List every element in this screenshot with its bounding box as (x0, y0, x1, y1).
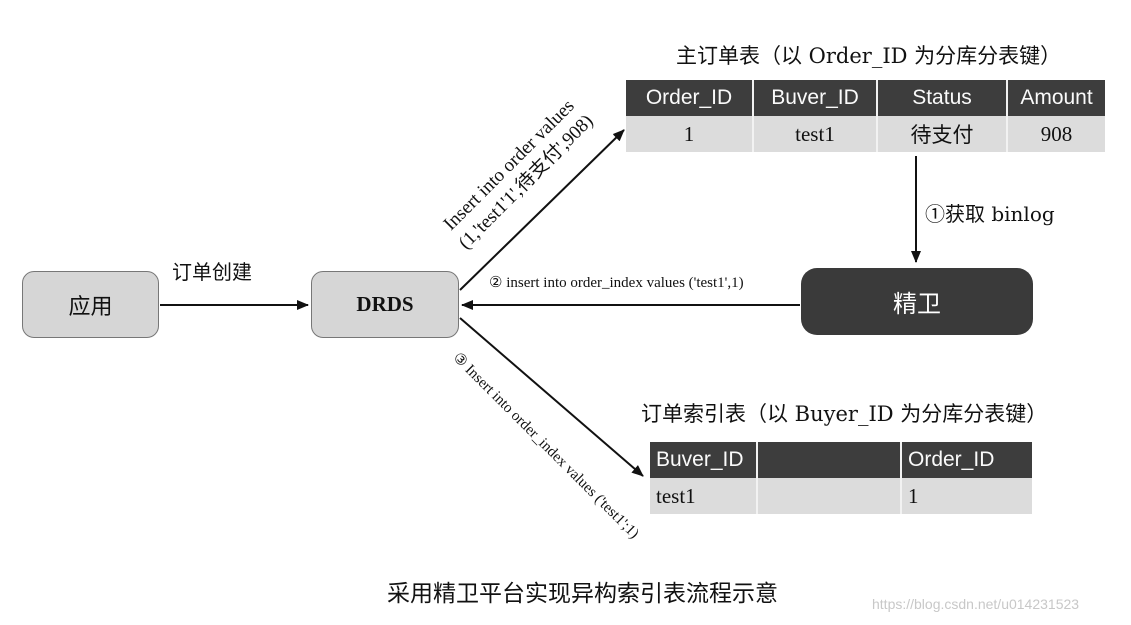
arrow-drds-to-index-table (459, 317, 644, 477)
main-table-title: 主订单表（以 Order_ID 为分库分表键） (676, 44, 1062, 68)
index-table-header-row: Buver_ID Order_ID (650, 442, 1032, 478)
arrow-drds-to-main-table (459, 129, 625, 291)
get-binlog-label: ①获取 binlog (925, 202, 1055, 226)
order-index-table: Buver_ID Order_ID test1 1 (650, 442, 1032, 514)
index-table-header-order-id: Order_ID (901, 442, 1032, 478)
main-order-table: Order_ID Buver_ID Status Amount 1 test1 … (626, 80, 1105, 152)
main-table-cell-amount: 908 (1007, 116, 1105, 152)
index-table-header-buyer-id: Buver_ID (650, 442, 758, 478)
index-table-header-blank (757, 442, 902, 478)
watermark: https://blog.csdn.net/u014231523 (872, 596, 1080, 612)
index-table-cell-order-id: 1 (901, 478, 1032, 514)
table-row: 1 test1 待支付 908 (626, 116, 1105, 152)
index-table-cell-buyer-id: test1 (650, 478, 758, 514)
main-table-header-buyer-id: Buver_ID (753, 80, 878, 116)
index-table-title: 订单索引表（以 Buyer_ID 为分库分表键） (641, 402, 1048, 426)
main-table-header-status: Status (877, 80, 1008, 116)
insert-index-back-label: ② insert into order_index values ('test1… (489, 275, 744, 291)
order-create-label: 订单创建 (172, 260, 252, 284)
jingwei-node: 精卫 (801, 268, 1033, 335)
drds-node: DRDS (311, 271, 459, 338)
figure-caption: 采用精卫平台实现异构索引表流程示意 (387, 581, 778, 607)
main-table-cell-buyer-id: test1 (753, 116, 878, 152)
main-table-header-row: Order_ID Buver_ID Status Amount (626, 80, 1105, 116)
app-node: 应用 (22, 271, 159, 338)
table-row: test1 1 (650, 478, 1032, 514)
main-table-header-amount: Amount (1007, 80, 1105, 116)
main-table-header-order-id: Order_ID (626, 80, 754, 116)
main-table-cell-status: 待支付 (877, 116, 1008, 152)
index-table-cell-blank (757, 478, 902, 514)
main-table-cell-order-id: 1 (626, 116, 754, 152)
